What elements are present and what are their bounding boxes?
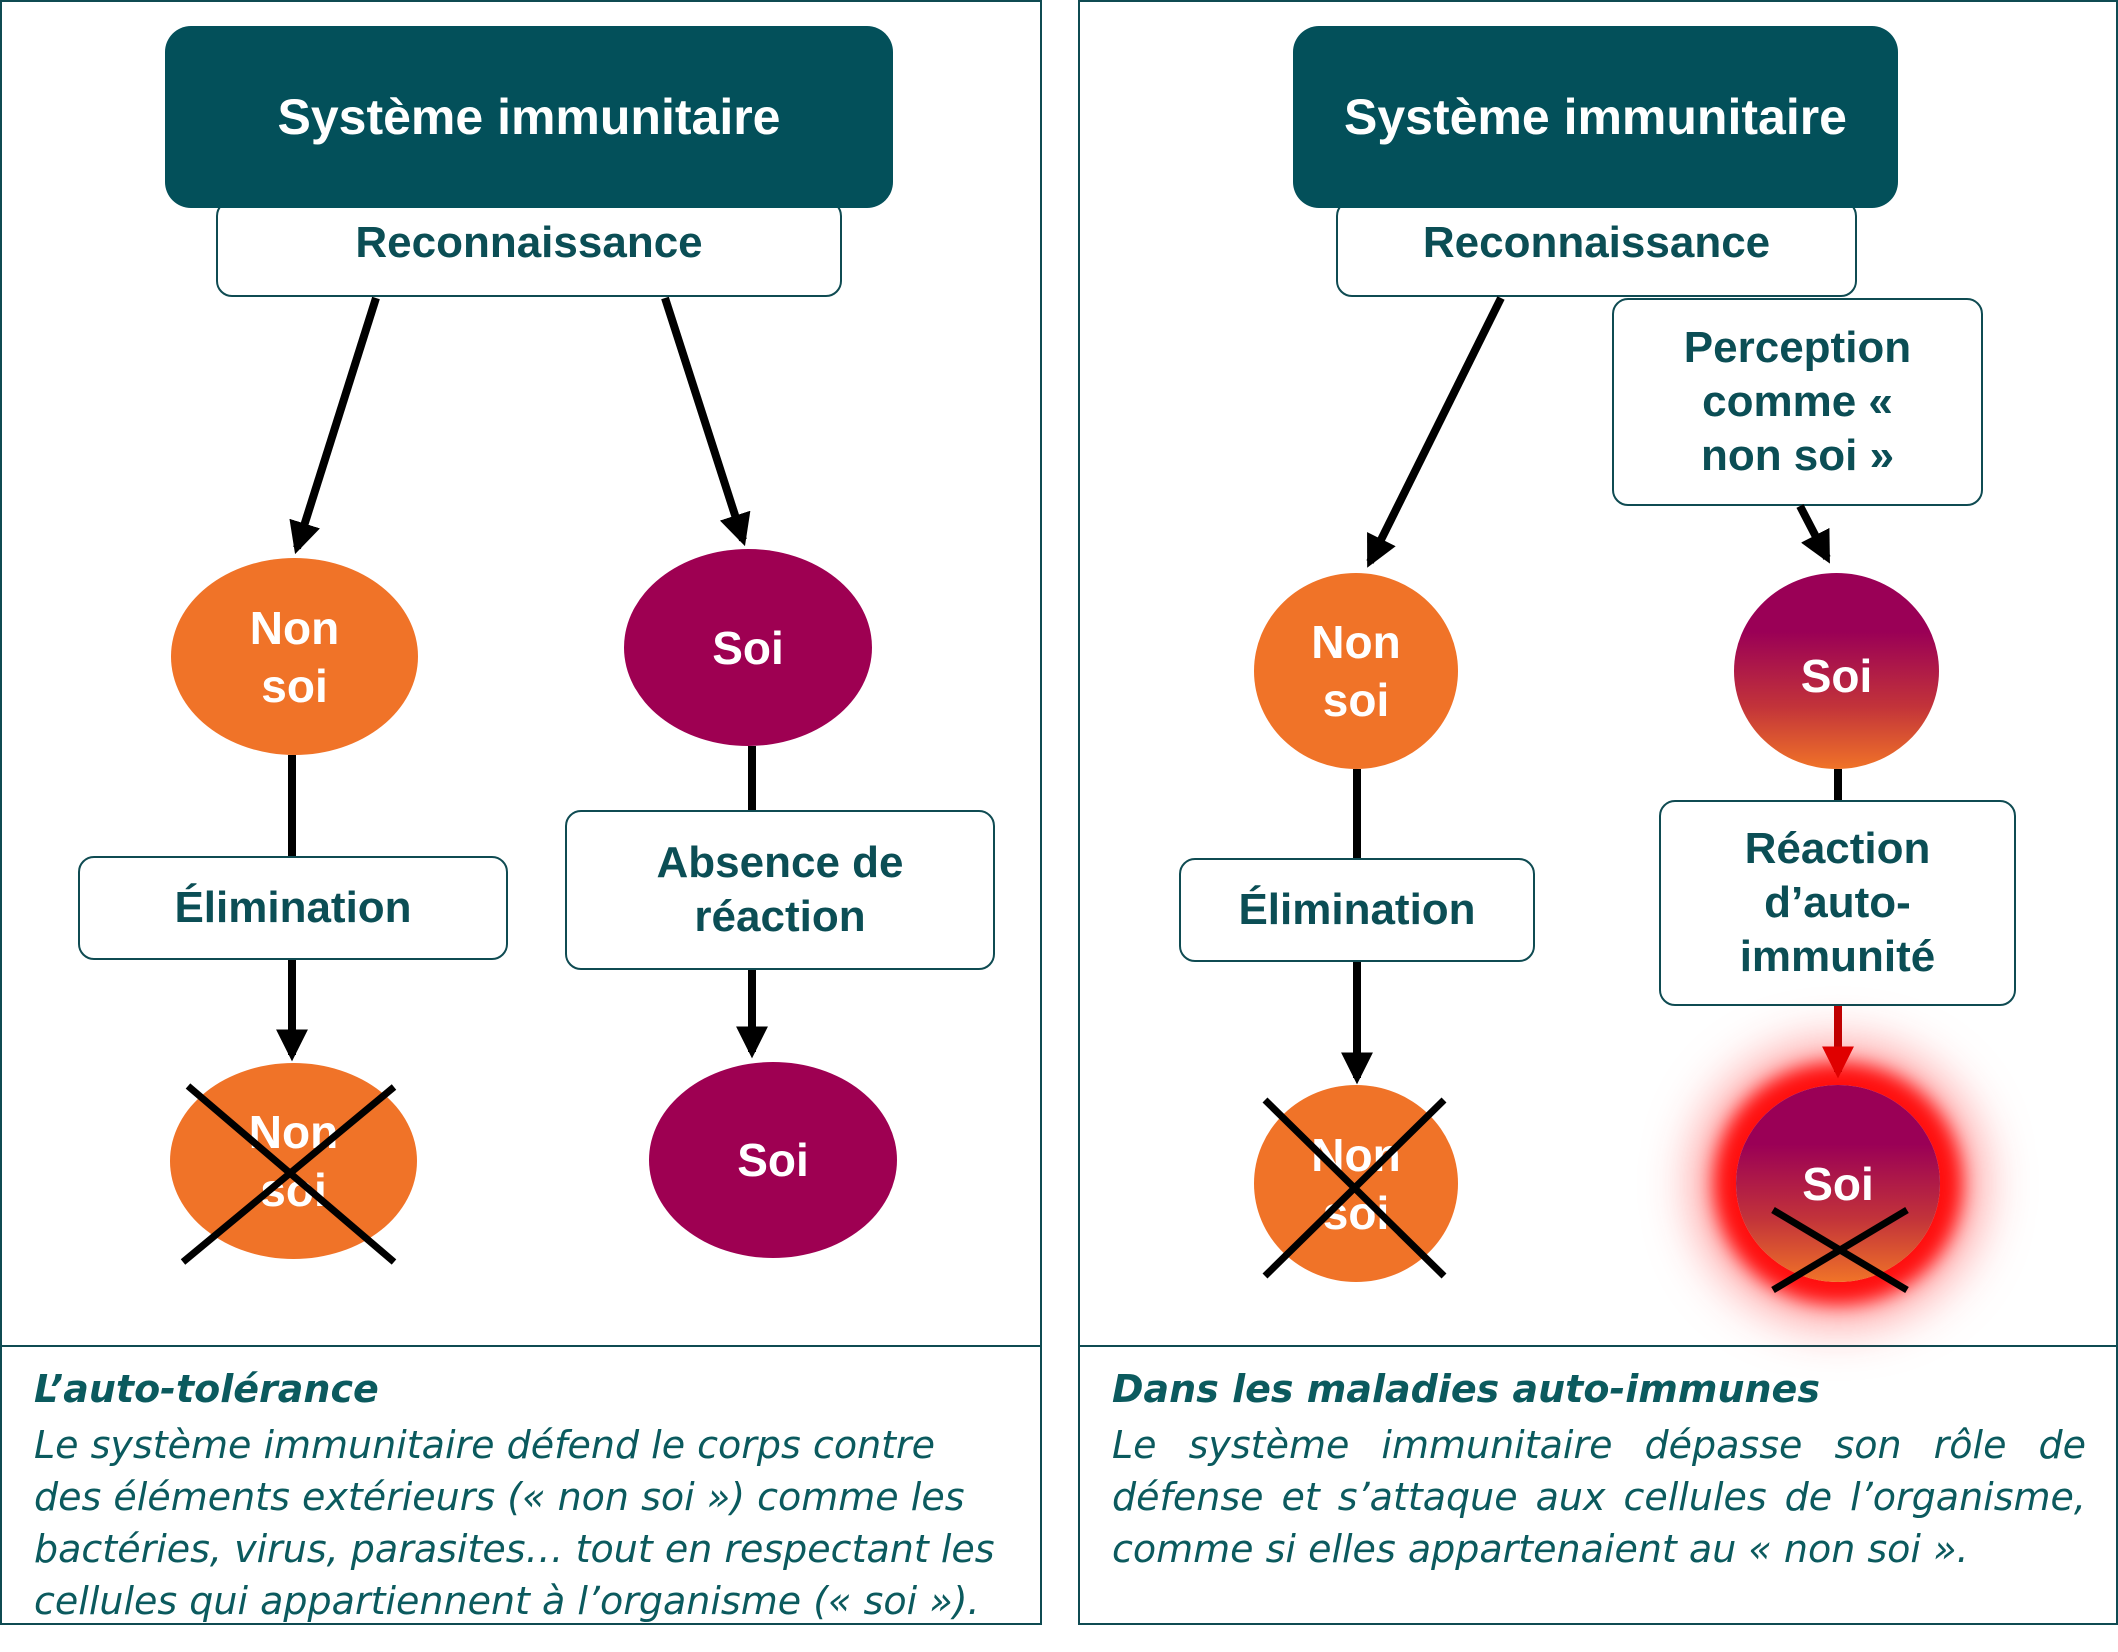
caption-text: Le système immunitaire défend le corps c…	[34, 1423, 995, 1623]
immune-system-header: Système immunitaire	[165, 26, 893, 208]
non-soi-label: Non soi	[1311, 616, 1401, 726]
immune-system-header-right: Système immunitaire	[1293, 26, 1898, 208]
caption-title: Dans les maladies auto-immunes	[1112, 1367, 1820, 1411]
soi-label: Soi	[712, 621, 784, 674]
non-soi-node: Non soi	[171, 558, 418, 755]
elimination-label: Élimination	[1238, 885, 1476, 934]
soi-preserved-label: Soi	[737, 1134, 809, 1186]
elimination-box-right: Élimination	[1179, 858, 1535, 962]
non-soi-node-right: Non soi	[1254, 573, 1458, 769]
auto-immune-reaction-label: Réaction d’auto-immunité	[1739, 824, 1936, 981]
perception-box: Perception comme « non soi »	[1612, 298, 1983, 506]
non-soi-eliminated-label: Non soi	[1311, 1128, 1401, 1239]
recognition-label: Reconnaissance	[355, 218, 703, 267]
header-label: Système immunitaire	[277, 89, 781, 145]
soi-attacked-node: Soi	[1736, 1085, 1940, 1282]
header-label: Système immunitaire	[1344, 89, 1847, 145]
recognition-box-right: Reconnaissance	[1336, 200, 1857, 297]
absence-reaction-box: Absence de réaction	[565, 810, 995, 970]
elimination-label: Élimination	[174, 883, 412, 932]
non-soi-eliminated-label: Non soi	[248, 1106, 339, 1216]
caption-text: Le système immunitaire dépasse son rôle …	[1112, 1423, 2086, 1571]
recognition-box: Reconnaissance	[216, 200, 842, 297]
caption-title: L’auto-tolérance	[34, 1367, 379, 1411]
non-soi-eliminated-node-right: Non soi	[1254, 1085, 1458, 1282]
perception-label: Perception comme « non soi »	[1683, 323, 1912, 480]
absence-reaction-label: Absence de réaction	[656, 838, 904, 941]
non-soi-eliminated-node: Non soi	[170, 1063, 417, 1259]
soi-node: Soi	[624, 549, 872, 746]
recognition-label: Reconnaissance	[1422, 218, 1771, 267]
elimination-box: Élimination	[78, 856, 508, 960]
soi-attacked-label: Soi	[1802, 1157, 1874, 1210]
soi-node-right: Soi	[1734, 573, 1939, 769]
caption-auto-immune: Dans les maladies auto-immunes Le systèm…	[1080, 1345, 2116, 1623]
soi-preserved-node: Soi	[649, 1062, 897, 1258]
caption-auto-tolerance: L’auto-tolérance Le système immunitaire …	[2, 1345, 1040, 1623]
non-soi-label: Non soi	[249, 601, 340, 712]
auto-immune-reaction-box: Réaction d’auto-immunité	[1659, 800, 2016, 1006]
soi-label: Soi	[1800, 650, 1873, 702]
